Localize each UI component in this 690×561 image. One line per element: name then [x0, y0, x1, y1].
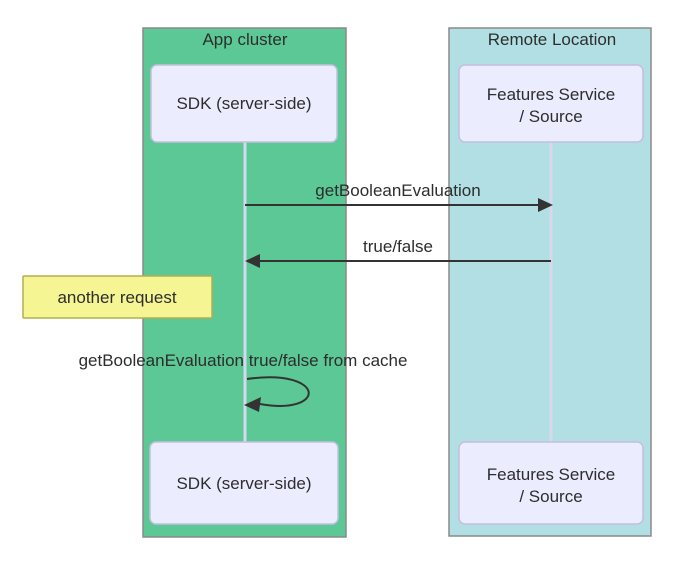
- features-actor-label-bottom-line2: / Source: [519, 487, 582, 506]
- sdk-actor-box-top: [150, 64, 338, 143]
- message-request-arrowhead: [538, 198, 553, 212]
- sdk-actor-label-top: SDK (server-side): [176, 94, 311, 113]
- features-actor-box-top: [458, 64, 644, 143]
- message-cache-arrowhead: [244, 397, 261, 412]
- message-request-label: getBooleanEvaluation: [315, 181, 480, 200]
- note-another-request-label: another request: [57, 288, 176, 307]
- message-response-label: true/false: [363, 237, 433, 256]
- features-actor-label-top-line2: / Source: [519, 107, 582, 126]
- sdk-actor-label-bottom: SDK (server-side): [176, 474, 311, 493]
- features-actor-label-top-line1: Features Service: [487, 85, 616, 104]
- message-cache-label: getBooleanEvaluation true/false from cac…: [79, 351, 408, 370]
- app-cluster-label: App cluster: [202, 30, 287, 49]
- features-actor-label-bottom-line1: Features Service: [487, 465, 616, 484]
- features-actor-box-bottom: [458, 441, 644, 525]
- message-cache-selfloop-arrow: [246, 376, 310, 407]
- remote-location-label: Remote Location: [488, 30, 617, 49]
- note-another-request-box: [22, 275, 213, 319]
- sdk-actor-box-bottom: [149, 441, 339, 525]
- message-response-arrowhead: [245, 254, 260, 268]
